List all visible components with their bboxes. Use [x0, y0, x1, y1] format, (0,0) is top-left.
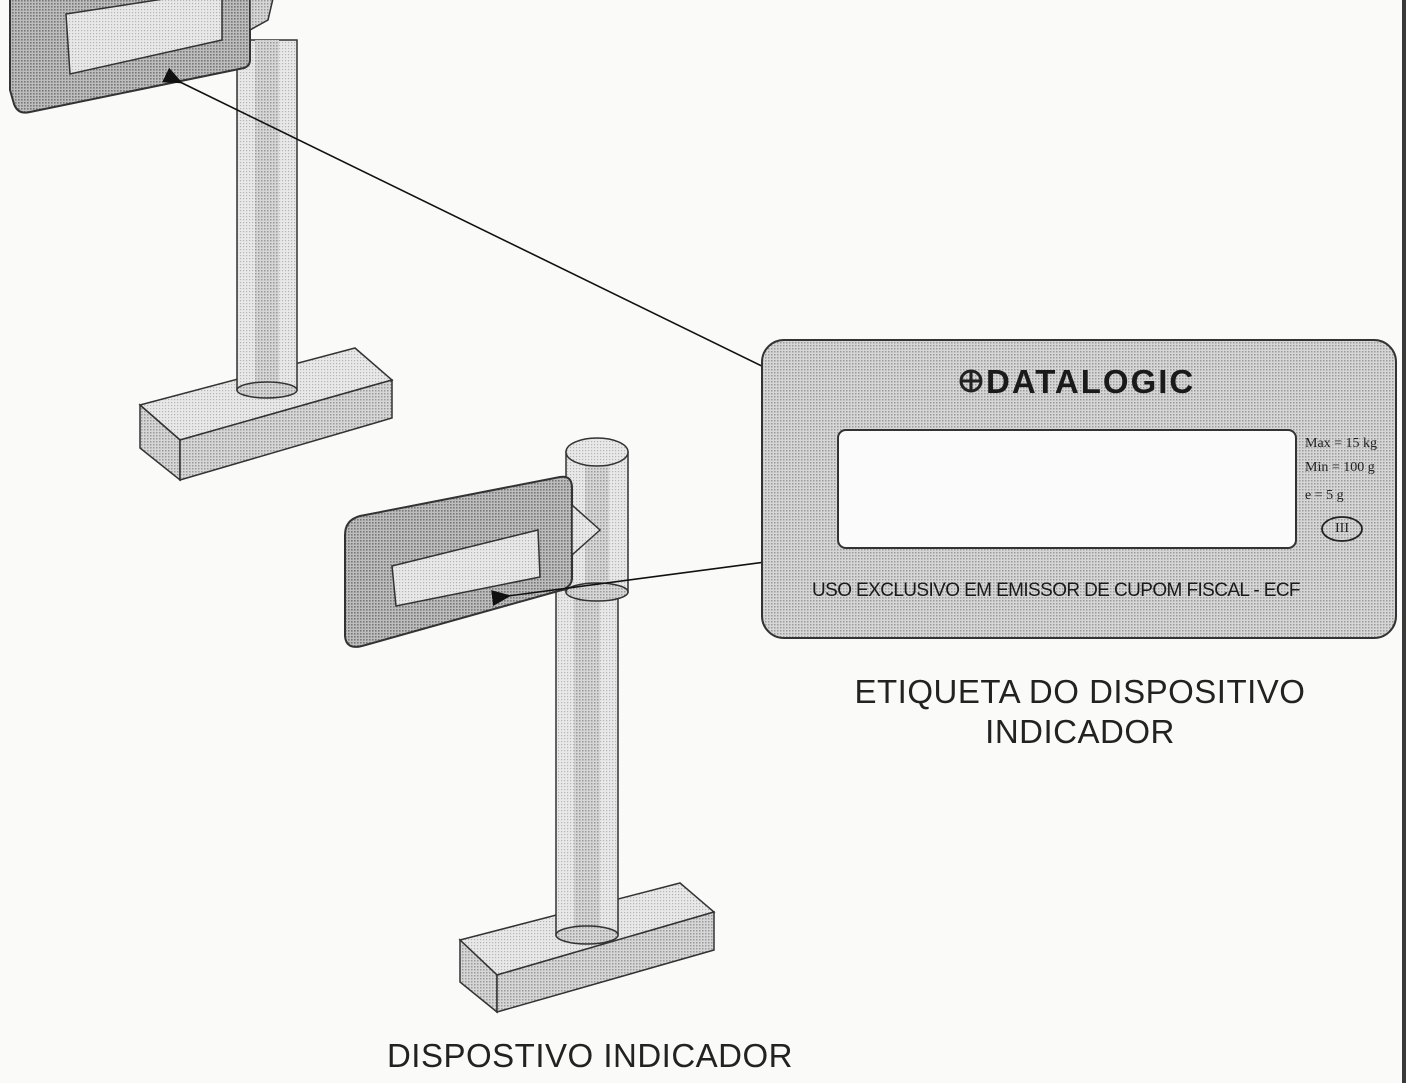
lower-pole-shaft	[555, 589, 619, 945]
upper-pole-shaft	[236, 39, 298, 399]
caption-label-line2: INDICADOR	[985, 713, 1175, 750]
label-display-window	[837, 429, 1297, 549]
label-class: III	[1335, 521, 1349, 536]
caption-label-line1: ETIQUETA DO DISPOSITIVO	[854, 673, 1306, 710]
device-label-plate	[761, 339, 1397, 639]
label-footer: USO EXCLUSIVO EM EMISSOR DE CUPOM FISCAL…	[812, 580, 1301, 601]
datalogic-logo-icon	[959, 369, 983, 393]
label-brand: DATALOGIC	[986, 363, 1196, 400]
caption-device: DISPOSTIVO INDICADOR	[386, 1037, 794, 1074]
lower-pole-display	[344, 437, 716, 1014]
leader-line-upper	[162, 67, 771, 371]
lower-display-head	[344, 475, 602, 648]
caption-device-label: ETIQUETA DO DISPOSITIVO INDICADOR	[800, 672, 1360, 752]
leader-line-lower	[491, 561, 766, 607]
label-division: e = 5 g	[1305, 488, 1344, 503]
accuracy-class-badge	[1321, 516, 1363, 542]
page-edge-border	[1402, 0, 1406, 1083]
upper-display-head	[9, 0, 274, 114]
label-min-capacity: Min = 100 g	[1305, 460, 1375, 475]
upper-pole-display	[9, 0, 394, 482]
label-max-capacity: Max = 15 kg	[1305, 436, 1378, 451]
